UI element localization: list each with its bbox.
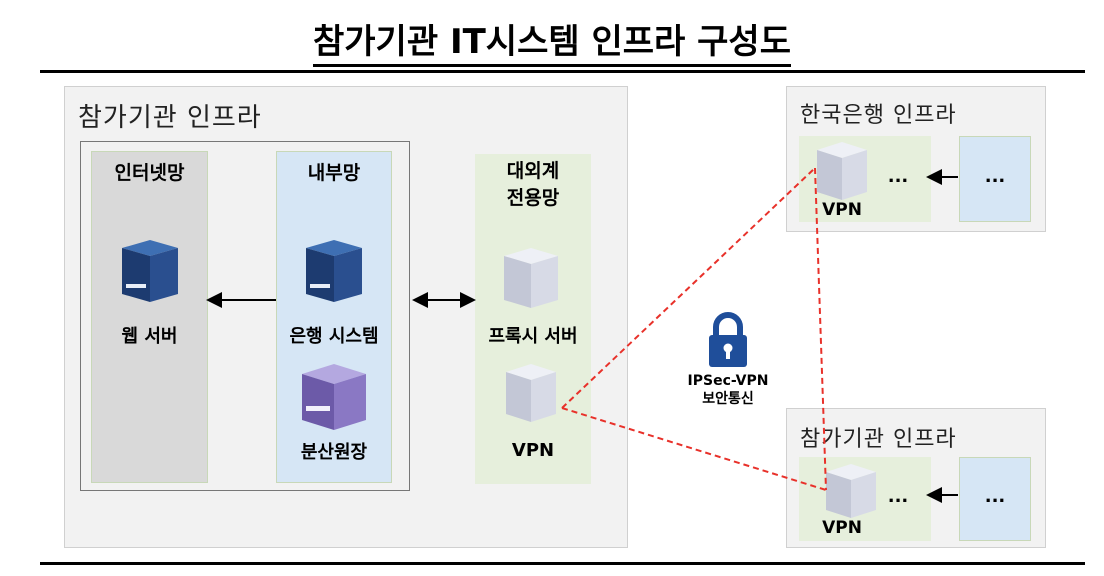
bank-system-label: 은행 시스템 (289, 326, 379, 347)
page-title: 참가기관 IT시스템 인프라 구성도 (0, 14, 1104, 67)
vpn-link-bok-to-participant-2 (814, 167, 827, 491)
participant-2-system-zone (959, 457, 1031, 541)
gray-cube-icon (504, 248, 558, 308)
internet-zone-label: 인터넷망 (114, 162, 185, 184)
top-rule (40, 70, 1085, 73)
server-cube-icon (306, 240, 362, 302)
vpn-link-to-participant-2 (561, 407, 827, 491)
internal-network-boundary (80, 141, 410, 491)
web-server-label: 웹 서버 (121, 326, 178, 347)
server-cube-icon (122, 240, 178, 302)
external-zone-label-line1: 대외계 (506, 160, 560, 182)
gray-cube-icon (826, 464, 876, 518)
vpn-link-to-bok (561, 167, 816, 409)
participant-2-ellipsis-2: ... (984, 486, 1006, 507)
ledger-cube-icon (302, 364, 366, 430)
bok-system-zone (959, 136, 1031, 222)
participant-infra-label: 참가기관 인프라 (78, 103, 262, 133)
internal-zone-label: 내부망 (307, 162, 361, 184)
bok-infra-label: 한국은행 인프라 (800, 103, 957, 128)
participant-infra-2-label: 참가기관 인프라 (800, 427, 957, 452)
ipsec-vpn-line2: 보안통신 (702, 391, 754, 407)
participant-2-ellipsis-1: ... (887, 486, 909, 507)
internet-zone (91, 151, 208, 483)
lock-icon (709, 312, 747, 367)
external-zone-label-line2: 전용망 (506, 187, 560, 209)
gray-cube-icon (817, 142, 867, 200)
participant-2-vpn-label: VPN (822, 518, 862, 538)
bok-ellipsis-2: ... (984, 166, 1006, 187)
bok-vpn-label: VPN (822, 200, 862, 220)
proxy-server-label: 프록시 서버 (488, 326, 578, 347)
gray-cube-icon (506, 364, 556, 422)
external-zone (475, 154, 591, 484)
vpn-label: VPN (511, 440, 555, 461)
bottom-rule (40, 562, 1085, 565)
bok-ellipsis-1: ... (887, 166, 909, 187)
distributed-ledger-label: 분산원장 (300, 442, 368, 463)
ipsec-vpn-line1: IPSec-VPN (687, 373, 769, 389)
external-zone-label: 대외계 전용망 (475, 158, 591, 212)
ipsec-vpn-label: IPSec-VPN 보안통신 (672, 372, 784, 408)
